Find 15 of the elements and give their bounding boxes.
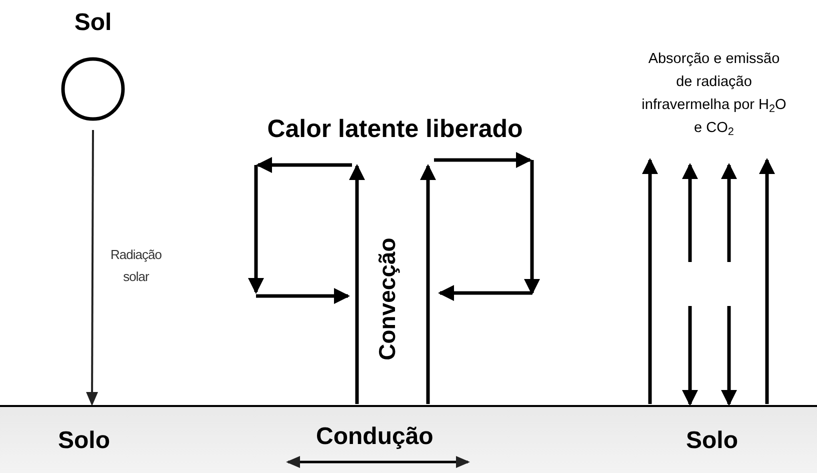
annotation-text: Calor latente liberado — [266, 114, 524, 144]
arrow — [86, 130, 98, 406]
annotation-text: Absorção e emissão de radiação infravermelha por H$_{2}$O e CO$_{2}$ — [640, 50, 788, 140]
arrow — [349, 164, 365, 404]
ground-label: Solo — [686, 427, 738, 455]
sun-label: Sol — [74, 8, 112, 38]
ground-label: Condução — [316, 423, 434, 451]
arrow — [642, 158, 658, 404]
arrow — [759, 158, 775, 404]
ground-label: Solo — [58, 427, 110, 455]
arrow — [721, 306, 737, 406]
arrow — [420, 164, 436, 404]
arrow — [682, 306, 698, 406]
annotation-text: Convecção — [373, 236, 401, 362]
ground-band — [0, 405, 817, 473]
